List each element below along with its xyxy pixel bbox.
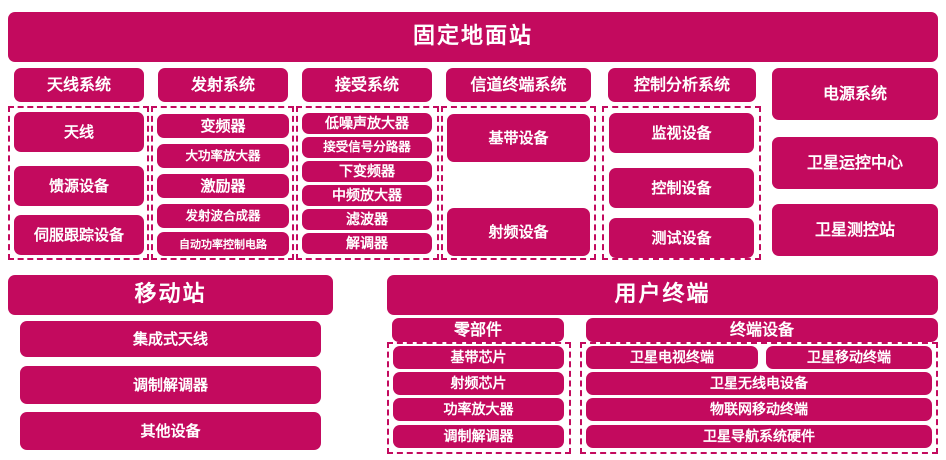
- control-analysis-group: [602, 106, 761, 260]
- rf-chip-item: 射频芯片: [393, 372, 564, 395]
- servo-tracking-item: 伺服跟踪设备: [14, 215, 144, 255]
- modem-item: 调制解调器: [20, 366, 321, 404]
- satellite-tv-terminal-item: 卫星电视终端: [586, 346, 758, 369]
- auto-power-control-item: 自动功率控制电路: [157, 232, 289, 256]
- satellite-mobile-terminal-item: 卫星移动终端: [766, 346, 932, 369]
- channel-terminal-header: 信道终端系统: [446, 68, 591, 102]
- channel-terminal-group: [441, 106, 596, 260]
- baseband-chip-item: 基带芯片: [393, 346, 564, 369]
- receive-system-group: [296, 106, 439, 260]
- power-amplifier-item: 功率放大器: [393, 398, 564, 421]
- high-power-amplifier-item: 大功率放大器: [157, 144, 289, 168]
- satellite-operations-center-box: 卫星运控中心: [772, 137, 938, 189]
- demodulator-item: 解调器: [302, 233, 432, 254]
- satellite-tt-c-station-box: 卫星测控站: [772, 204, 938, 256]
- modem-chip-item: 调制解调器: [393, 425, 564, 448]
- integrated-antenna-item: 集成式天线: [20, 321, 321, 357]
- satellite-navigation-hardware-item: 卫星导航系统硬件: [586, 425, 932, 448]
- low-noise-amplifier-item: 低噪声放大器: [302, 113, 432, 134]
- receive-system-header: 接受系统: [302, 68, 432, 102]
- monitoring-equipment-item: 监视设备: [609, 113, 754, 153]
- antenna-system-header: 天线系统: [14, 68, 144, 102]
- downconverter-item: 下变频器: [302, 161, 432, 182]
- feed-equipment-item: 馈源设备: [14, 166, 144, 206]
- terminal-devices-group: [580, 342, 938, 454]
- user-terminal-title: 用户终端: [387, 275, 938, 315]
- exciter-item: 激励器: [157, 174, 289, 198]
- fixed-station-title: 固定地面站: [8, 12, 938, 62]
- other-equipment-item: 其他设备: [20, 412, 321, 450]
- test-equipment-item: 测试设备: [609, 218, 754, 258]
- control-equipment-item: 控制设备: [609, 168, 754, 208]
- frequency-converter-item: 变频器: [157, 114, 289, 138]
- satellite-radio-equipment-item: 卫星无线电设备: [586, 372, 932, 395]
- transmit-combiner-item: 发射波合成器: [157, 204, 289, 228]
- antenna-system-group: [8, 106, 149, 260]
- transmit-system-group: [151, 106, 294, 260]
- power-system-box: 电源系统: [772, 68, 938, 120]
- rf-equipment-item: 射频设备: [447, 208, 590, 256]
- filter-item: 滤波器: [302, 209, 432, 230]
- iot-mobile-terminal-item: 物联网移动终端: [586, 398, 932, 421]
- receive-splitter-item: 接受信号分路器: [302, 137, 432, 158]
- if-amplifier-item: 中频放大器: [302, 185, 432, 206]
- baseband-equipment-item: 基带设备: [447, 114, 590, 162]
- transmit-system-header: 发射系统: [158, 68, 288, 102]
- antenna-item: 天线: [14, 112, 144, 152]
- components-group: [387, 342, 571, 454]
- mobile-station-title: 移动站: [8, 275, 333, 315]
- components-header: 零部件: [392, 318, 564, 342]
- terminal-devices-header: 终端设备: [586, 318, 938, 342]
- control-analysis-header: 控制分析系统: [608, 68, 756, 102]
